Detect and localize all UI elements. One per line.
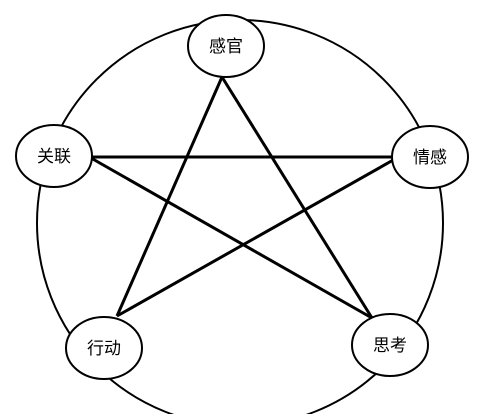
node-emotion: 情感 <box>391 125 469 189</box>
node-label-thinking: 思考 <box>373 336 407 356</box>
edge-sensory-action <box>115 76 224 317</box>
node-label-relation: 关联 <box>37 147 71 167</box>
star-edges <box>90 76 396 320</box>
node-label-action: 行动 <box>87 339 121 359</box>
node-label-sensory: 感官 <box>209 37 243 57</box>
node-label-emotion: 情感 <box>413 148 447 168</box>
node-thinking: 思考 <box>351 313 429 377</box>
edge-emotion-action <box>116 157 396 318</box>
node-relation: 关联 <box>15 124 93 188</box>
edge-relation-thinking <box>90 156 373 320</box>
node-sensory: 感官 <box>187 14 265 78</box>
edge-sensory-thinking <box>220 76 374 319</box>
node-action: 行动 <box>65 316 143 380</box>
